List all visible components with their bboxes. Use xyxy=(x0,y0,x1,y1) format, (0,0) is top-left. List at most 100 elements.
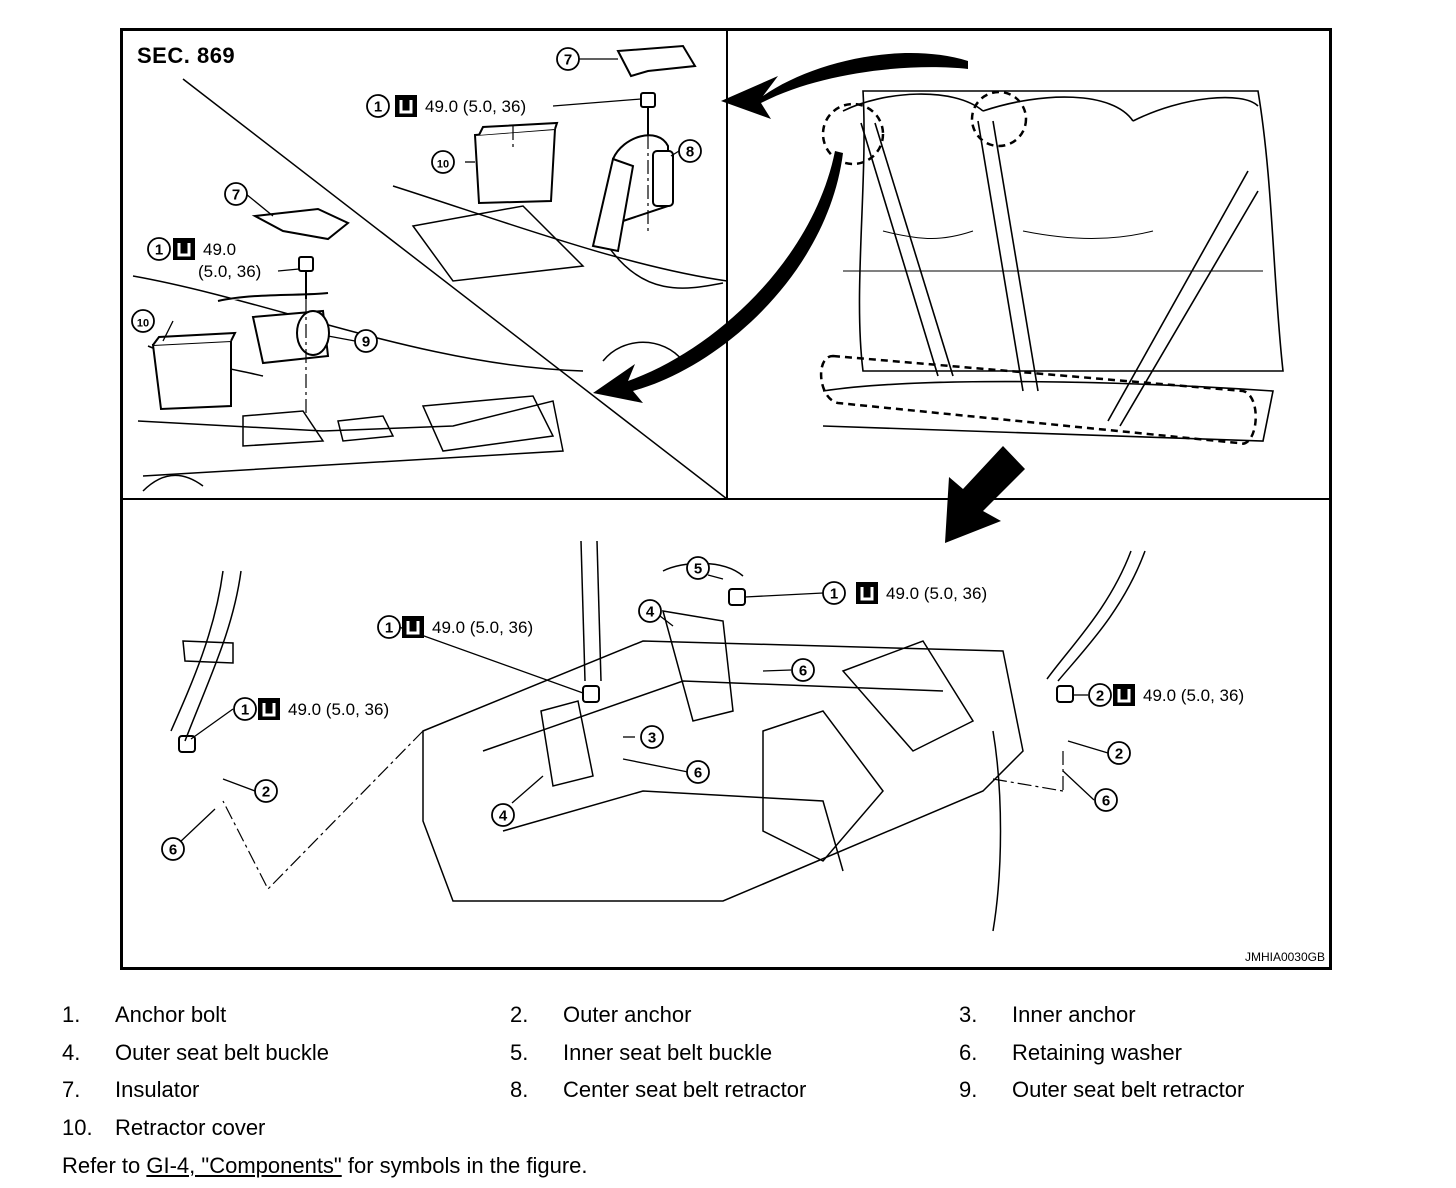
callout-2: 2 xyxy=(1107,741,1131,765)
insulator-drawings xyxy=(251,44,697,241)
callout-circle xyxy=(640,725,664,749)
callout-10: 10 xyxy=(131,309,155,333)
torque-spec: 49.0 (5.0, 36) xyxy=(258,698,389,720)
callout-circle xyxy=(1107,741,1131,765)
torque-wrench-icon xyxy=(258,698,280,720)
legend-row: 7. Insulator 8. Center seat belt retractor… xyxy=(62,1077,1422,1115)
callout-1: 1 xyxy=(147,237,171,261)
reference-note: Refer to GI-4, "Components" for symbols … xyxy=(62,1153,588,1179)
callout-circle xyxy=(1094,788,1118,812)
legend-number: 1. xyxy=(62,1002,81,1027)
torque-wrench-icon-mark xyxy=(860,587,874,601)
torque-spec: 49.0 (5.0, 36) xyxy=(856,582,987,604)
callout-number: 1 xyxy=(374,99,382,116)
callout-number: 2 xyxy=(1115,746,1123,763)
torque-spec: 49.0 xyxy=(173,238,236,260)
callout-number: 6 xyxy=(799,663,807,680)
legend-label: Center seat belt retractor xyxy=(563,1077,807,1102)
legend-number: 8. xyxy=(510,1077,529,1102)
callout-number: 8 xyxy=(686,144,694,161)
legend-label: Retaining washer xyxy=(1012,1039,1182,1065)
legend-number: 5. xyxy=(510,1039,529,1065)
torque-wrench-icon xyxy=(395,95,417,117)
callout-number: 9 xyxy=(362,334,370,351)
torque-wrench-icon-mark xyxy=(262,703,276,717)
legend-label: Outer anchor xyxy=(563,1002,692,1027)
direction-arrows xyxy=(593,53,1025,543)
callout-number: 10 xyxy=(437,159,449,171)
callout-1: 1 xyxy=(366,94,390,118)
callout-circle xyxy=(431,150,455,174)
callout-number: 6 xyxy=(169,842,177,859)
callout-circle xyxy=(822,581,846,605)
callout-circle xyxy=(224,182,248,206)
highlight-circles xyxy=(819,90,1257,445)
legend-number: 4. xyxy=(62,1039,81,1065)
legend-number: 2. xyxy=(510,1002,529,1027)
callout-6: 6 xyxy=(791,658,815,682)
components-reference-link[interactable]: GI-4, "Components" xyxy=(146,1153,342,1178)
rear-seat-illustration xyxy=(822,90,1284,442)
legend-label: Insulator xyxy=(115,1077,200,1102)
callout-circle xyxy=(678,139,702,163)
callout-number: 10 xyxy=(137,318,149,330)
callout-circle xyxy=(686,760,710,784)
torque-value: 49.0 (5.0, 36) xyxy=(288,700,389,719)
legend-number: 9. xyxy=(959,1077,978,1102)
callout-number: 1 xyxy=(830,586,838,603)
callout-circle xyxy=(1088,683,1112,707)
legend-number: 7. xyxy=(62,1077,81,1102)
torque-wrench-icon-mark xyxy=(177,243,191,257)
callout-number: 6 xyxy=(1102,793,1110,810)
anchor-bolt-drawings xyxy=(178,92,1074,753)
torque-value: 49.0 (5.0, 36) xyxy=(886,584,987,603)
torque-value: (5.0, 36) xyxy=(198,262,261,281)
legend-label: Outer seat belt buckle xyxy=(115,1039,330,1065)
callout-circle xyxy=(131,309,155,333)
callout-5: 5 xyxy=(686,556,710,580)
callout-number: 4 xyxy=(499,808,508,825)
callout-1: 1 xyxy=(233,697,257,721)
callout-circle xyxy=(366,94,390,118)
callout-number: 1 xyxy=(155,242,163,259)
callout-circle xyxy=(556,47,580,71)
callout-1: 1 xyxy=(822,581,846,605)
leader-lines xyxy=(162,58,1109,844)
callout-circle xyxy=(233,697,257,721)
torque-value: 49.0 (5.0, 36) xyxy=(432,618,533,637)
floor-anchor-illustration xyxy=(170,540,1146,932)
callout-7: 7 xyxy=(556,47,580,71)
callout-8: 8 xyxy=(678,139,702,163)
retractor-cover-drawings xyxy=(151,121,559,411)
callout-circle xyxy=(638,599,662,623)
callout-number: 3 xyxy=(648,730,656,747)
legend-label: Inner seat belt buckle xyxy=(563,1039,773,1065)
callout-number: 7 xyxy=(232,187,240,204)
callout-6: 6 xyxy=(1094,788,1118,812)
note-prefix: Refer to xyxy=(62,1153,147,1178)
legend-label: Retractor cover xyxy=(115,1114,266,1140)
torque-specifications: 49.0 (5.0, 36) 49.0 49.0 (5.0, 36) 49.0 (5.… xyxy=(173,95,1244,720)
trunk-panel-illustration xyxy=(132,185,728,492)
legend-number: 3. xyxy=(959,1002,978,1027)
figure-id: JMHIA0030GB xyxy=(1244,950,1325,964)
callout-10: 10 xyxy=(431,150,455,174)
callout-number: 2 xyxy=(262,784,270,801)
legend-label: Outer seat belt retractor xyxy=(1012,1077,1245,1102)
torque-wrench-icon xyxy=(402,616,424,638)
callout-4: 4 xyxy=(638,599,662,623)
callout-circle xyxy=(686,556,710,580)
callout-circle xyxy=(377,615,401,639)
panel-dividers xyxy=(123,31,1329,500)
parts-legend: 1.Anchor bolt 2.Outer anchor 3.Inner anc… xyxy=(62,1002,1422,1152)
torque-wrench-icon xyxy=(173,238,195,260)
callout-circle xyxy=(147,237,171,261)
legend-label: Inner anchor xyxy=(1012,1002,1136,1027)
torque-value: 49.0 xyxy=(203,240,236,259)
legend-number: 6. xyxy=(959,1039,978,1065)
legend-row: 4. Outer seat belt buckle 5. Inner seat be… xyxy=(62,1040,1422,1078)
callout-number: 1 xyxy=(385,620,393,637)
callout-circle xyxy=(354,329,378,353)
callout-6: 6 xyxy=(686,760,710,784)
